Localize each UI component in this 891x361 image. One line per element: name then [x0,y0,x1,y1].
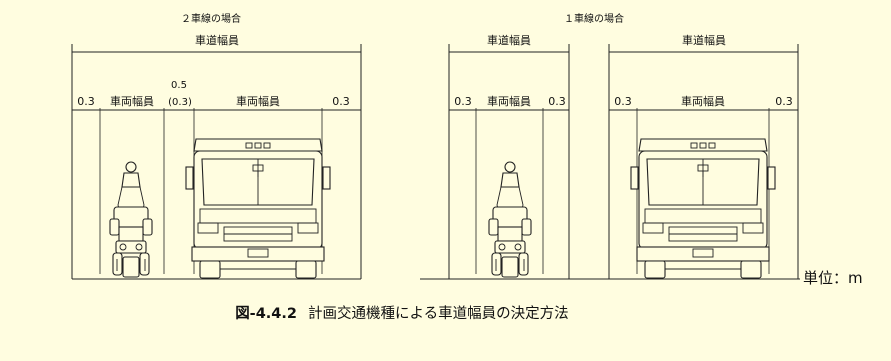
caption-text: 計画交通機種による車道幅員の決定方法 [308,304,569,322]
one-lane-right-seg-a: 0.3 [614,95,632,108]
one-lane-right-vehicle-width: 車両幅員 [681,94,725,108]
one-lane-left-vehicle-width: 車両幅員 [487,94,531,108]
one-lane-roadway-width-label-left: 車道幅員 [487,33,531,47]
one-lane-left-seg-a: 0.3 [454,95,472,108]
two-lane-seg-b: 0.3 [332,95,350,108]
two-lane-vehicle-width-2: 車両幅員 [236,94,280,108]
two-lane-title: ２車線の場合 [181,12,241,25]
two-lane-seg-a: 0.3 [77,95,95,108]
cultivator-vehicle-icon-2 [488,161,532,278]
two-lane-case: ２車線の場合 車道幅員 0.3 車両幅員 0.5 (0.3) 車両幅員 0.3 [71,12,362,280]
caption-figure-number: 図-4.4.2 [235,305,297,322]
one-lane-roadway-width-label-right: 車道幅員 [682,33,726,47]
two-lane-gap-top: 0.5 [171,80,187,91]
truck-vehicle-icon-2 [630,138,776,279]
unit-label: 単位：m [803,269,863,287]
one-lane-case: １車線の場合 車道幅員 0.3 車両幅員 0.3 車道幅員 0.3 車両幅員 0… [420,12,800,280]
two-lane-vehicle-width-1: 車両幅員 [110,94,154,108]
truck-vehicle-icon [185,138,331,279]
two-lane-roadway-width-label: 車道幅員 [195,33,239,47]
cultivator-vehicle-icon [109,161,153,278]
one-lane-right-seg-b: 0.3 [775,95,793,108]
two-lane-gap-paren: (0.3) [168,97,192,108]
one-lane-title: １車線の場合 [564,12,624,25]
one-lane-left-seg-b: 0.3 [548,95,566,108]
